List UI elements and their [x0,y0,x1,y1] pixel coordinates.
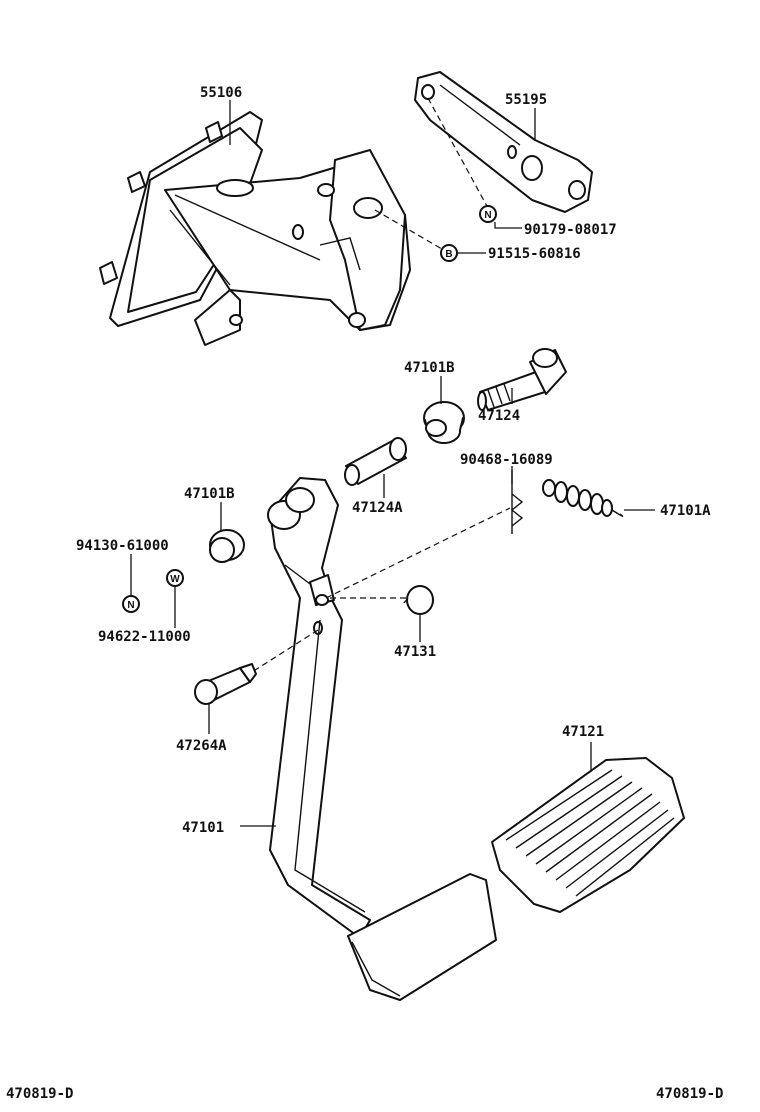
label-90179-08017: 90179-08017 [524,222,617,238]
bushing-47101b-upper [423,401,465,444]
svg-text:N: N [484,210,491,221]
label-90468-16089: 90468-16089 [460,452,553,468]
bolt-47124 [477,348,567,411]
pedal-arm-47101 [267,477,371,939]
bolt-91515-60816: B [440,244,458,262]
label-47131: 47131 [394,644,436,660]
nut-94130-61000: N [122,595,140,613]
clip-90468-16089 [510,470,524,534]
svg-text:B: B [445,249,452,260]
pedal-pad-47121 [491,757,685,913]
label-91515-60816: 91515-60816 [488,246,581,262]
svg-text:W: W [170,574,180,585]
label-55106: 55106 [200,85,242,101]
footer-code-left: 470819-D [6,1086,73,1102]
footer-code-right: 470819-D [656,1086,723,1102]
label-47101b-upper: 47101B [404,360,455,376]
label-47264a: 47264A [176,738,227,754]
label-47101a: 47101A [660,503,711,519]
svg-text:N: N [127,600,134,611]
label-94130-61000: 94130-61000 [76,538,169,554]
collar-47124a [344,437,407,486]
washer-94622-11000: W [166,569,184,587]
label-47124a: 47124A [352,500,403,516]
label-47121: 47121 [562,724,604,740]
brace-55195 [414,71,593,213]
bracket-55106 [99,111,411,346]
pin-47264a [194,663,257,705]
label-47101: 47101 [182,820,224,836]
label-55195: 55195 [505,92,547,108]
nut-90179-08017: N [479,205,497,223]
leader-lines [130,100,655,827]
spring-47101a [542,479,624,517]
bushing-47101b-left [209,529,245,563]
pedal-foot-pad [347,873,497,1001]
label-47101b-left: 47101B [184,486,235,502]
label-94622-11000: 94622-11000 [98,629,191,645]
label-47124: 47124 [478,408,520,424]
stopper-47131 [403,585,434,615]
